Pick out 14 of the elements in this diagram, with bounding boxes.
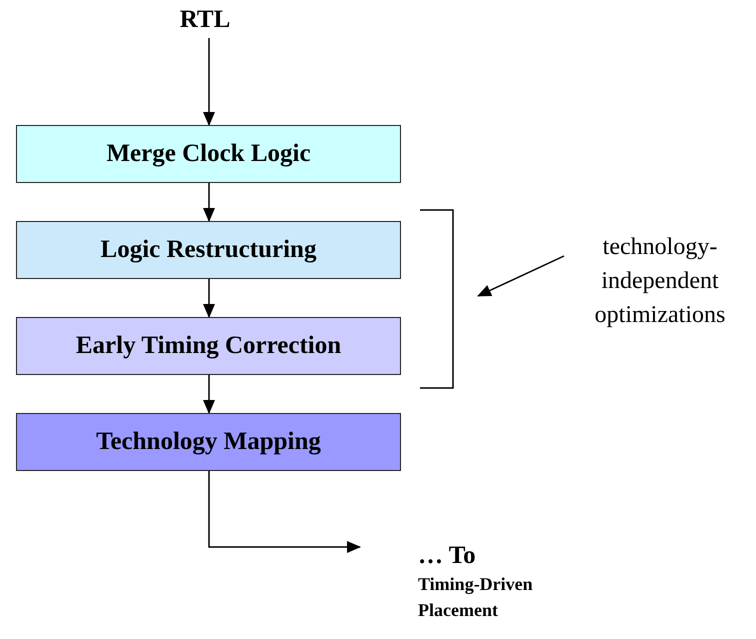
process-box: Technology Mapping xyxy=(16,413,401,471)
process-box: Logic Restructuring xyxy=(16,221,401,279)
output-label: Timing-Driven Placement xyxy=(418,573,534,622)
arrow xyxy=(208,471,361,553)
arrow xyxy=(477,255,564,297)
arrow xyxy=(203,279,215,318)
process-box: Early Timing Correction xyxy=(16,317,401,375)
continuation-text: … To xyxy=(418,541,477,571)
arrow xyxy=(203,183,215,222)
input-label: RTL xyxy=(180,6,230,33)
annotation-text: technology- independent optimizations xyxy=(594,233,726,330)
arrow xyxy=(203,38,215,126)
arrow xyxy=(203,375,215,414)
process-box: Merge Clock Logic xyxy=(16,125,401,183)
